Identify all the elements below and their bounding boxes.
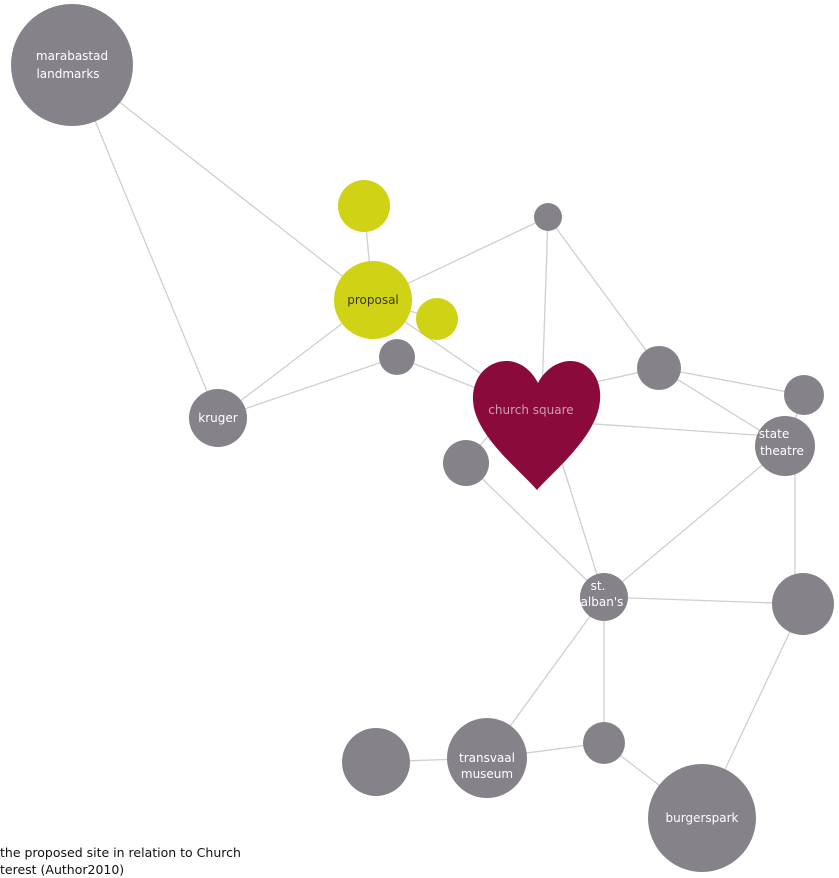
edge-topnode-rightnode: [547, 216, 660, 369]
node-bottom-small: [583, 722, 625, 764]
edge-marabastad-proposal: [71, 64, 374, 301]
label-proposal: proposal: [347, 293, 399, 307]
label-state-theatre-line2: theatre: [760, 444, 804, 458]
figure-caption: the proposed site in relation to Church …: [0, 844, 330, 878]
node-burgerspark: [648, 764, 756, 872]
node-far-right: [784, 375, 824, 415]
node-top-small: [534, 203, 562, 231]
node-yellow-top: [338, 180, 390, 232]
label-state-theatre-line1: state: [759, 427, 789, 441]
node-right-upper: [637, 346, 681, 390]
label-marabastad-line2: landmarks: [36, 67, 99, 81]
edge-stalbans-rightmid: [603, 596, 804, 605]
diagram-nodes: marabastad landmarks proposal kruger sta…: [11, 4, 834, 872]
node-state-theatre: [755, 416, 815, 476]
node-yellow-small: [416, 298, 458, 340]
label-st-albans-line1: st.: [591, 579, 606, 593]
node-proposal: [334, 261, 412, 339]
node-kruger: [189, 389, 247, 447]
edge-kruger-smallnode: [217, 356, 398, 419]
label-church-square: church square: [488, 403, 573, 417]
node-marabastad-landmarks: [11, 4, 133, 126]
label-transvaal-line1: transvaal: [459, 751, 515, 765]
edge-rightnode-farright: [658, 367, 805, 396]
edge-state-stalbans: [603, 445, 786, 598]
label-transvaal-line2: museum: [461, 767, 513, 781]
edge-church-stalbans: [557, 449, 605, 598]
node-left-big: [342, 728, 410, 796]
edge-topnode-church: [541, 216, 549, 396]
node-st-albans: [580, 573, 628, 621]
label-st-albans-line2: alban's: [581, 595, 624, 609]
label-kruger: kruger: [198, 411, 237, 425]
edge-marabastad-kruger: [71, 64, 219, 419]
label-marabastad-line1: marabastad: [36, 49, 108, 63]
node-left-mid: [443, 440, 489, 486]
caption-line-1: the proposed site in relation to Church: [0, 845, 241, 860]
edge-leftnode-stalbans: [465, 462, 605, 598]
node-right-mid: [772, 573, 834, 635]
node-transvaal-museum: [447, 718, 527, 798]
caption-line-2: terest (Author2010): [0, 862, 125, 877]
label-burgerspark: burgerspark: [666, 811, 739, 825]
church-square-heart-icon: [472, 360, 601, 490]
connection-lines: [71, 64, 805, 819]
node-small-left: [379, 339, 415, 375]
